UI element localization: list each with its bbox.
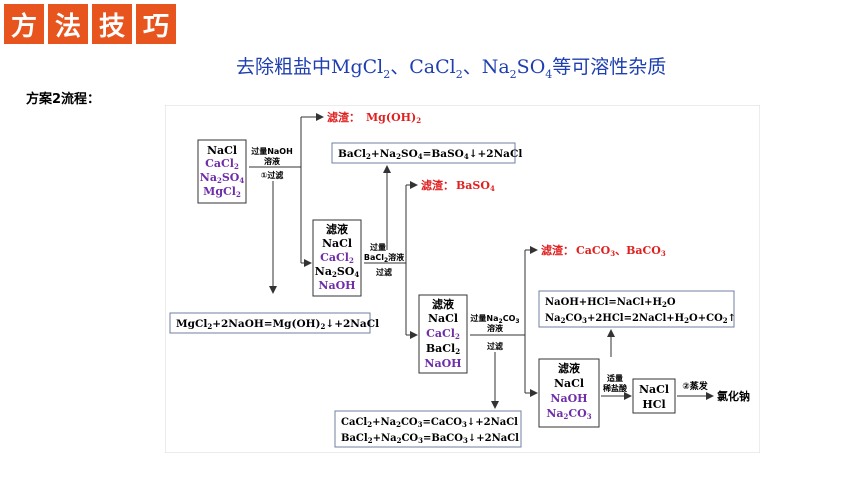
svg-text:Na2CO3+2HCl=2NaCl+H2O+CO2↑: Na2CO3+2HCl=2NaCl+H2O+CO2↑ <box>545 313 736 325</box>
box1-line1: NaCl <box>207 144 237 157</box>
scheme-label: 方案2流程： <box>26 92 101 107</box>
svg-text:BaCl2: BaCl2 <box>426 342 460 356</box>
svg-text:NaCl: NaCl <box>554 377 584 390</box>
box1-line3: Na2SO4 <box>200 171 245 185</box>
step5-evaporate: ②蒸发 <box>682 380 709 392</box>
step4-reagent: 适量 <box>607 373 623 383</box>
box1-line2: CaCl2 <box>205 157 239 171</box>
badge-char-4: 巧 <box>136 4 176 44</box>
equation-bacl2: BaCl2+Na2SO4=BaSO4↓+2NaCl <box>331 142 522 164</box>
svg-text:Na2CO3: Na2CO3 <box>546 407 591 421</box>
box-filtrate-3: 滤液 NaCl CaCl2 BaCl2 NaOH <box>418 294 468 374</box>
svg-text:滤液: 滤液 <box>432 297 455 311</box>
step2-reagent: 过量 <box>370 242 386 252</box>
equation-hcl: NaOH+HCl=NaCl+H2O Na2CO3+2HCl=2NaCl+H2O+… <box>538 290 736 328</box>
page-title: 去除粗盐中MgCl2、CaCl2、Na2SO4等可溶性杂质 <box>236 56 667 81</box>
svg-text:BaCl2+Na2CO3=BaCO3↓+2NaCl: BaCl2+Na2CO3=BaCO3↓+2NaCl <box>341 433 519 445</box>
step3-reagent-2: 溶液 <box>487 323 503 333</box>
step2-filter: 过滤 <box>376 267 392 277</box>
badge-char-2: 法 <box>48 4 88 44</box>
equation-mgcl2: MgCl2+2NaOH=Mg(OH)2↓+2NaCl <box>169 312 379 334</box>
step3-filter: 过滤 <box>487 341 503 351</box>
box-filtrate-4: 滤液 NaCl NaOH Na2CO3 <box>538 358 600 428</box>
step4-reagent-2: 稀盐酸 <box>603 383 628 393</box>
step1-reagent-2: 溶液 <box>264 156 280 166</box>
svg-text:HCl: HCl <box>642 398 665 411</box>
svg-text:NaCl: NaCl <box>322 237 352 250</box>
box-nacl-hcl: NaCl HCl <box>632 378 676 414</box>
svg-text:滤液: 滤液 <box>326 222 349 236</box>
svg-text:NaCl: NaCl <box>639 383 669 396</box>
badge-char-3: 技 <box>92 4 132 44</box>
svg-text:CaCl2+Na2CO3=CaCO3↓+2NaCl: CaCl2+Na2CO3=CaCO3↓+2NaCl <box>341 417 518 429</box>
svg-text:Na2SO4: Na2SO4 <box>315 265 360 279</box>
svg-text:NaOH: NaOH <box>318 279 355 292</box>
badge-char-1: 方 <box>4 4 44 44</box>
svg-text:NaCl: NaCl <box>428 312 458 325</box>
svg-text:NaOH+HCl=NaCl+H2O: NaOH+HCl=NaCl+H2O <box>545 297 676 309</box>
box1-line4: MgCl2 <box>203 185 241 199</box>
equation-carbonates: CaCl2+Na2CO3=CaCO3↓+2NaCl BaCl2+Na2CO3=B… <box>334 410 522 448</box>
step1-filter: ①过滤 <box>261 170 284 180</box>
svg-text:CaCl2: CaCl2 <box>426 327 460 341</box>
box-crude-salt: NaCl CaCl2 Na2SO4 MgCl2 <box>197 139 247 204</box>
step2-reagent-2: BaCl2溶液 <box>364 252 404 264</box>
step3-reagent: 过量Na2CO3 <box>470 313 519 325</box>
svg-text:BaCl2+Na2SO4=BaSO4↓+2NaCl: BaCl2+Na2SO4=BaSO4↓+2NaCl <box>338 148 522 161</box>
svg-text:NaOH: NaOH <box>550 392 587 405</box>
svg-text:MgCl2+2NaOH=Mg(OH)2↓+2NaCl: MgCl2+2NaOH=Mg(OH)2↓+2NaCl <box>176 318 379 331</box>
svg-text:CaCl2: CaCl2 <box>320 251 354 265</box>
residue2: 滤渣：BaSO4 <box>421 178 495 193</box>
residue1: 滤渣：Mg(OH)2 <box>327 110 421 125</box>
step1-reagent: 过量NaOH <box>251 146 293 156</box>
residue3: 滤渣：CaCO3、BaCO3 <box>541 243 666 258</box>
flow-diagram: NaCl CaCl2 Na2SO4 MgCl2 过量NaOH 溶液 ①过滤 滤渣… <box>165 105 760 453</box>
box-filtrate-2: 滤液 NaCl CaCl2 Na2SO4 NaOH <box>312 219 362 297</box>
svg-text:NaOH: NaOH <box>424 357 461 370</box>
svg-text:滤液: 滤液 <box>558 361 581 375</box>
product-label: 氯化钠 <box>717 389 750 403</box>
